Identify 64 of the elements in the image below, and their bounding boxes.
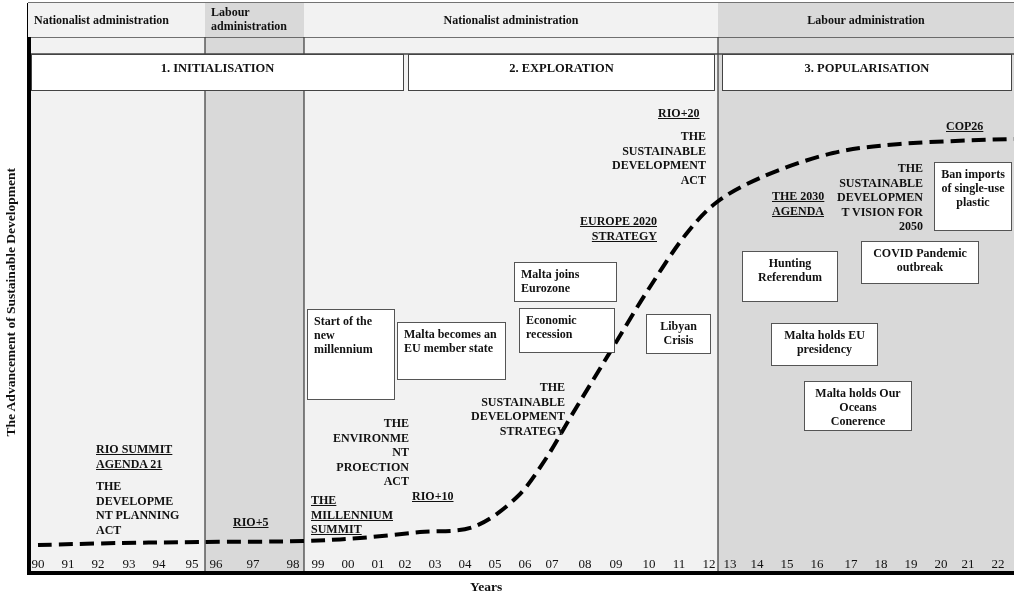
phase-box: 1. INITIALISATION: [31, 54, 404, 91]
year-tick: 18: [873, 557, 889, 572]
event-label: THE ENVIRONME NT PROECTION ACT: [332, 416, 409, 489]
phase-box: 2. EXPLORATION: [408, 54, 715, 91]
axis-title: The Advancement of Sustainable Development: [3, 167, 19, 439]
event-box: Libyan Crisis: [646, 314, 711, 354]
year-tick: 17: [843, 557, 859, 572]
year-tick: 20: [933, 557, 949, 572]
year-tick: 90: [30, 557, 46, 572]
year-tick: 22: [990, 557, 1006, 572]
event-label: RIO+10: [412, 489, 455, 504]
event-box: Malta becomes an EU member state: [397, 322, 506, 380]
year-tick: 15: [779, 557, 795, 572]
year-tick: 91: [60, 557, 76, 572]
year-tick: 97: [245, 557, 261, 572]
phase-box: 3. POPULARISATION: [722, 54, 1012, 91]
year-tick: 21: [960, 557, 976, 572]
event-label: RIO+20: [658, 106, 701, 121]
year-tick: 04: [457, 557, 473, 572]
administration-band: Labour administration: [718, 3, 1014, 37]
year-tick: 12: [701, 557, 717, 572]
year-tick: 95: [184, 557, 200, 572]
event-box: Economic recession: [519, 308, 615, 353]
year-tick: 05: [487, 557, 503, 572]
year-tick: 08: [577, 557, 593, 572]
year-tick: 02: [397, 557, 413, 572]
year-tick: 03: [427, 557, 443, 572]
year-tick: 14: [749, 557, 765, 572]
event-label: THE SUSTAINABLE DEVELOPMEN T VISION FOR 2050: [836, 161, 923, 234]
year-tick: 99: [310, 557, 326, 572]
year-tick: 98: [285, 557, 301, 572]
year-tick: 93: [121, 557, 137, 572]
year-tick: 01: [370, 557, 386, 572]
event-box: Ban imports of single-use plastic: [934, 162, 1012, 231]
event-box: Hunting Referendum: [742, 251, 838, 302]
year-tick: 00: [340, 557, 356, 572]
year-tick: 09: [608, 557, 624, 572]
axis-title: Years: [470, 580, 503, 595]
event-label: RIO+5: [233, 515, 270, 530]
year-tick: 19: [903, 557, 919, 572]
event-label: RIO SUMMIT AGENDA 21: [96, 442, 174, 471]
year-tick: 07: [544, 557, 560, 572]
year-tick: 06: [517, 557, 533, 572]
year-tick: 10: [641, 557, 657, 572]
year-tick: 94: [151, 557, 167, 572]
event-label: COP26: [946, 119, 985, 134]
event-label: THE DEVELOPME NT PLANNING ACT: [96, 479, 181, 537]
event-label: THE SUSTAINABLE DEVELOPMENT ACT: [611, 129, 706, 187]
year-tick: 92: [90, 557, 106, 572]
year-tick: 16: [809, 557, 825, 572]
event-label: THE MILLENNIUM SUMMIT: [311, 493, 394, 537]
year-tick: 96: [208, 557, 224, 572]
administration-band: Nationalist administration: [28, 3, 205, 37]
event-label: EUROPE 2020 STRATEGY: [579, 214, 657, 243]
event-box: Malta holds Our Oceans Conerence: [804, 381, 912, 431]
year-tick: 13: [722, 557, 738, 572]
administration-band: Nationalist administration: [304, 3, 718, 37]
event-box: Malta joins Eurozone: [514, 262, 617, 302]
event-label: THE 2030 AGENDA: [772, 189, 826, 218]
year-tick: 11: [671, 557, 687, 572]
event-box: COVID Pandemic outbreak: [861, 241, 979, 284]
event-box: Start of the new millennium: [307, 309, 395, 400]
event-box: Malta holds EU presidency: [771, 323, 878, 366]
administration-band: Labour administration: [205, 3, 304, 37]
